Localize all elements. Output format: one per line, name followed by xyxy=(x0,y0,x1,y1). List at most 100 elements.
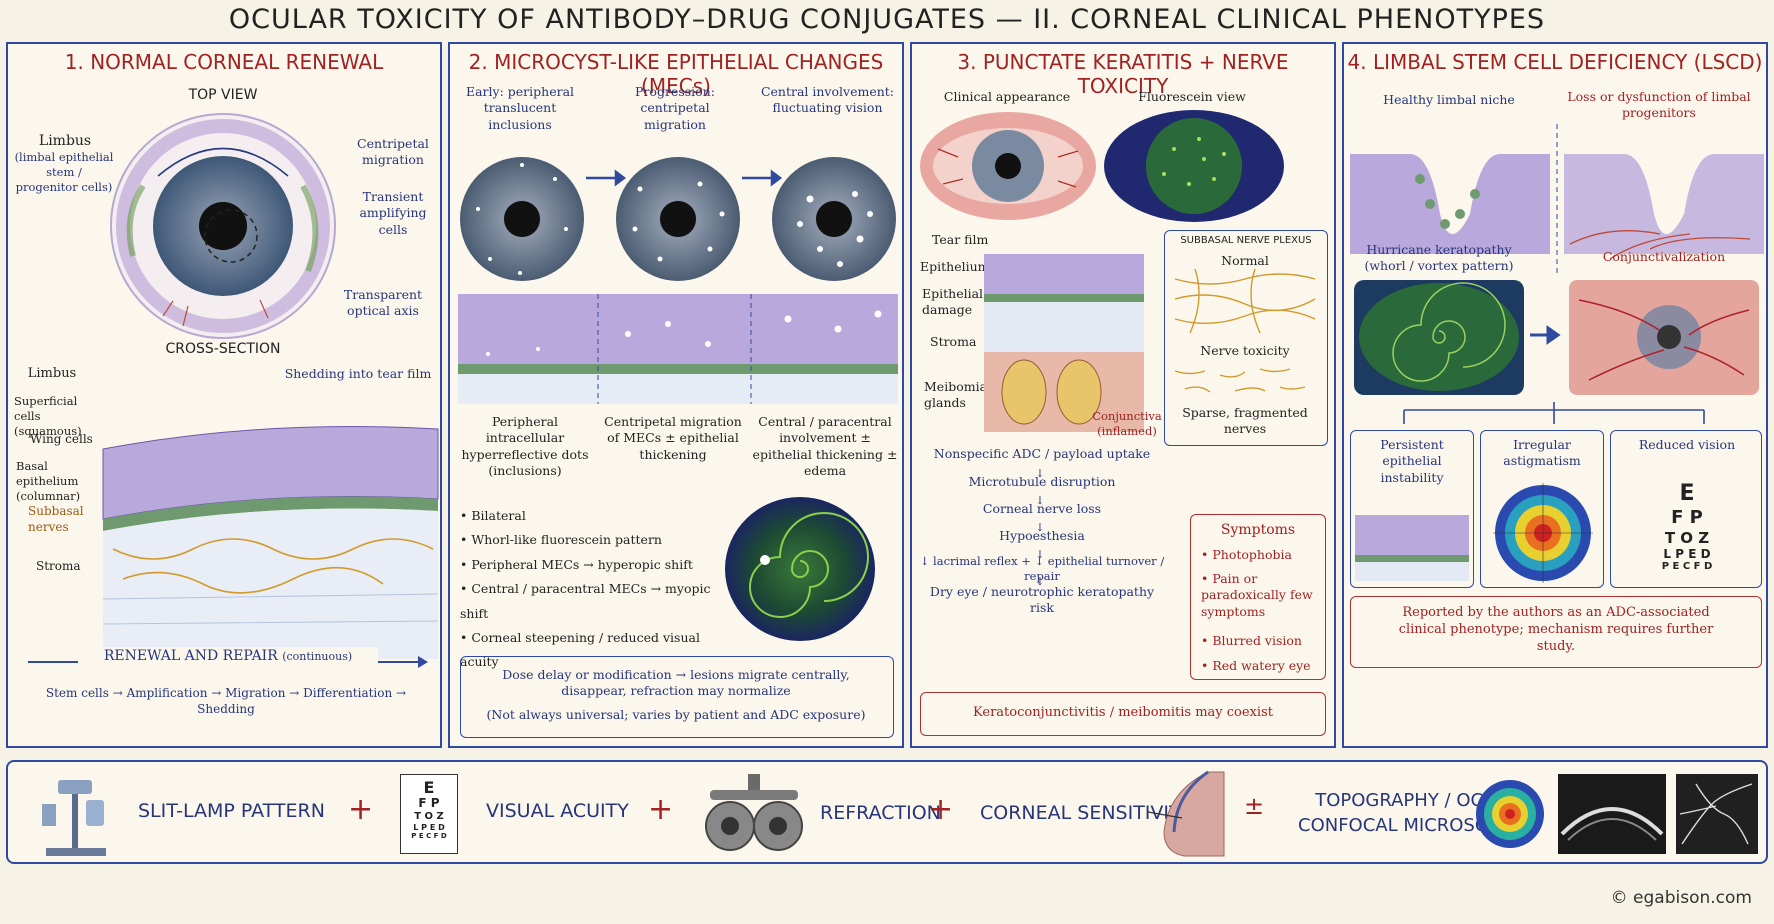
reported-note: Reported by the authors as an ADC-associ… xyxy=(1398,605,1714,654)
nerve-plexus-box: SUBBASAL NERVE PLEXUS Normal Nerve toxic… xyxy=(1164,230,1328,446)
clinical-eye-image xyxy=(920,112,1096,220)
symptoms-box: Symptoms • Photophobia • Pain or paradox… xyxy=(1190,514,1326,680)
subbasal-label: Subbasal nerves xyxy=(28,504,84,534)
sparse-nerves-label: Sparse, fragmented nerves xyxy=(1182,405,1308,437)
outcome-label: Persistent epithelial instability xyxy=(1380,437,1444,485)
panel-title: 4. LIMBAL STEM CELL DEFICIENCY (LSCD) xyxy=(1347,50,1763,74)
fluorescein-label: Fluorescein view xyxy=(1138,89,1246,104)
coexist-box: Keratoconjunctivitis / meibomitis may co… xyxy=(920,692,1326,736)
eye-chart-icon: E F P T O Z L P E D P E C F D xyxy=(400,774,458,854)
stroma-label: Stroma xyxy=(36,559,81,573)
shedding-label: Shedding into tear film xyxy=(284,366,432,381)
stage-central-label: Central involvement: fluctuating vision xyxy=(760,84,895,116)
dose-note: Dose delay or modification → lesions mig… xyxy=(502,667,850,699)
limbal-niche-images xyxy=(1350,124,1764,274)
whorl-fluorescein-image xyxy=(725,497,875,641)
panel-title: 2. MICROCYST-LIKE EPITHELIAL CHANGES (ME… xyxy=(468,50,884,98)
symptom-item: • Pain or paradoxically few symptoms xyxy=(1201,571,1313,619)
list-item: • Bilateral xyxy=(460,508,526,523)
outcome-box: Reduced vision E F P T O Z L P E D P E C… xyxy=(1610,430,1762,588)
normal-nerve-image xyxy=(1174,268,1316,334)
epithelium-histology-strip xyxy=(458,294,898,404)
conjunctivalization-image xyxy=(1569,280,1759,395)
outcome-box: Irregular astigmatism xyxy=(1480,430,1604,588)
cornea-esthesiometer-icon xyxy=(1147,770,1225,857)
outcome-label: Irregular astigmatism xyxy=(1503,437,1581,469)
dose-note-caveat: (Not always universal; varies by patient… xyxy=(486,707,866,722)
outcome-box: Persistent epithelial instability xyxy=(1350,430,1474,588)
panel-title: 3. PUNCTATE KERATITIS + NERVE TOXICITY xyxy=(957,50,1289,98)
renewal-flow: Stem cells → Amplification → Migration →… xyxy=(45,686,407,716)
hurricane-keratopathy-image xyxy=(1354,280,1524,395)
list-item: • Whorl-like fluorescein pattern xyxy=(460,532,662,548)
panel-lscd: 4. LIMBAL STEM CELL DEFICIENCY (LSCD) He… xyxy=(1342,42,1768,748)
panel-mecs: 2. MICROCYST-LIKE EPITHELIAL CHANGES (ME… xyxy=(448,42,904,748)
plus-sign: + xyxy=(348,792,374,827)
flow-step: Microtubule disruption xyxy=(968,474,1116,489)
copyright-note: © egabison.com xyxy=(1610,888,1752,908)
slit-lamp-icon xyxy=(42,780,106,856)
symptom-item: • Blurred vision xyxy=(1201,633,1302,648)
coexist-note: Keratoconjunctivitis / meibomitis may co… xyxy=(973,705,1273,720)
dose-note-box: Dose delay or modification → lesions mig… xyxy=(460,656,894,738)
limbus-label: Limbus xyxy=(38,133,92,149)
outcome-label: Reduced vision xyxy=(1638,437,1736,452)
epithelium-label: Epithelium xyxy=(920,259,990,274)
panel-title: 1. NORMAL CORNEAL RENEWAL xyxy=(64,50,384,74)
stage-early-label: Early: peripheral translucent inclusions xyxy=(465,84,575,132)
plus-minus-sign: ± xyxy=(1244,792,1265,820)
refraction-label: REFRACTION xyxy=(820,802,941,824)
eye-top-view-illustration xyxy=(110,113,336,339)
stage-arrows xyxy=(586,169,783,187)
superficial-label: Superficial cells(squamous) xyxy=(14,394,82,438)
conjunctivalization-label: Conjunctivalization xyxy=(1602,249,1726,264)
list-item: • Peripheral MECs → hyperopic shift xyxy=(460,556,693,572)
oct-scan-icon xyxy=(1558,774,1666,854)
plus-sign: + xyxy=(648,792,674,827)
histology-3-label: Central / paracentral involvement ± epit… xyxy=(752,414,898,478)
slit-lamp-label: SLIT-LAMP PATTERN xyxy=(138,800,325,822)
clinical-label: Clinical appearance xyxy=(943,89,1071,104)
histology-2-label: Centripetal migration of MECs ± epitheli… xyxy=(604,414,742,462)
flow-step: ↓ lacrimal reflex + ↓ epithelial turnove… xyxy=(919,554,1165,583)
mec-stage-eyes xyxy=(460,157,896,281)
progression-arrow xyxy=(1530,325,1561,345)
topography-map-icon xyxy=(1493,483,1593,583)
histology-1-label: Peripheral intracellular hyperreflective… xyxy=(461,414,589,478)
mec-bullet-list: • Bilateral • Whorl-like fluorescein pat… xyxy=(460,504,740,675)
conjunctiva-label: Conjunctiva (inflamed) xyxy=(1092,409,1162,438)
confocal-microscopy-icon xyxy=(1676,774,1758,854)
basal-label: Basal epithelium(columnar) xyxy=(16,459,81,503)
wing-label: Wing cells xyxy=(30,432,93,446)
corneal-sensitivity-label: CORNEAL SENSITIVITY xyxy=(980,802,1193,824)
eye-chart: E F P T O Z L P E D P E C F D xyxy=(1661,481,1713,573)
meibomian-label: Meibomian glands xyxy=(924,379,996,411)
topography-label: TOPOGRAPHY / OCT /CONFOCAL MICROSCOPY xyxy=(1298,790,1524,837)
plexus-title: SUBBASAL NERVE PLEXUS xyxy=(1180,235,1312,246)
flow-step: Hypoesthesia xyxy=(999,528,1085,543)
nerve-toxicity-label: Nerve toxicity xyxy=(1200,343,1290,358)
keratitis-cross-section xyxy=(984,254,1144,432)
flow-step: Nonspecific ADC / payload uptake xyxy=(933,446,1151,461)
panel-punctate-keratitis: 3. PUNCTATE KERATITIS + NERVE TOXICITY C… xyxy=(910,42,1336,748)
topography-map-icon xyxy=(1476,780,1544,848)
list-item: • Central / paracentral MECs → myopic sh… xyxy=(460,581,711,621)
transient-label: Transient amplifying cells xyxy=(359,189,427,237)
flow-step: Corneal nerve loss xyxy=(982,501,1102,516)
limbus-cross-label: Limbus xyxy=(27,366,77,381)
outcome-branch-arrows xyxy=(1403,402,1705,424)
toxic-nerve-image xyxy=(1174,368,1306,393)
hurricane-label: Hurricane keratopathy (whorl / vortex pa… xyxy=(1364,242,1514,274)
flow-arrows: ↓↓↓↓↓ xyxy=(1035,467,1045,588)
renewal-label: RENEWAL AND REPAIR (continuous) xyxy=(78,647,378,666)
stroma-label: Stroma xyxy=(930,334,977,349)
plus-sign: + xyxy=(928,792,954,827)
visual-acuity-label: VISUAL ACUITY xyxy=(486,800,629,822)
unstable-epithelium-image xyxy=(1355,515,1469,581)
list-item: • Corneal steepening / reduced visual ac… xyxy=(460,629,700,670)
reported-note-box: Reported by the authors as an ADC-associ… xyxy=(1350,596,1762,668)
flow-step: Dry eye / neurotrophic keratopathy risk xyxy=(929,584,1155,616)
symptoms-title: Symptoms xyxy=(1220,522,1296,538)
centripetal-label: Centripetal migration xyxy=(357,136,429,168)
cross-section-label: CROSS-SECTION xyxy=(165,341,281,357)
